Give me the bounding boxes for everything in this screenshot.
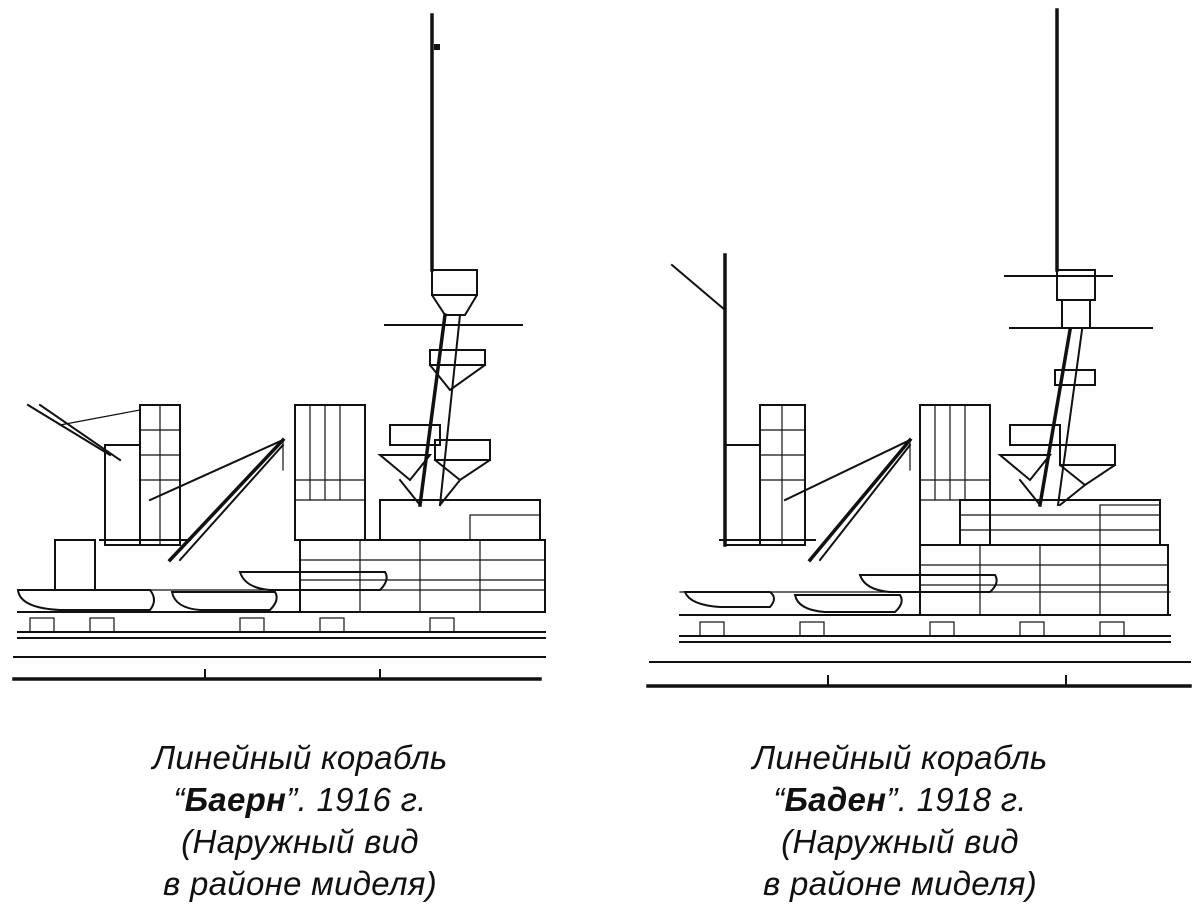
caption-line-3: (Наружный вид [181, 823, 419, 860]
open-quote: “ [173, 781, 185, 818]
caption-line-2: “Баерн”. 1916 г. [0, 779, 600, 821]
quote-year: ”. 1916 г. [286, 781, 427, 818]
boats [16, 539, 388, 611]
hull [679, 591, 1171, 643]
quote-year: ”. 1918 г. [886, 781, 1027, 818]
figure-bayern: Линейный корабль “Баерн”. 1916 г. (Наруж… [0, 13, 600, 905]
crane [148, 437, 286, 563]
funnels [919, 404, 991, 546]
caption-line-4: в районе миделя) [163, 865, 437, 902]
ship-drawing-baden [646, 8, 1192, 688]
funnels [294, 404, 366, 541]
ship-drawing-bayern [12, 13, 546, 681]
ship-name: Баден [784, 781, 887, 818]
open-quote: “ [773, 781, 785, 818]
caption-line-1: Линейный корабль [152, 739, 448, 776]
fore-tower [670, 253, 816, 547]
caption-line-2: “Баден”. 1918 г. [600, 779, 1200, 821]
superstructure [919, 499, 1169, 616]
boats [683, 574, 998, 613]
hull [17, 589, 546, 639]
caption-line-3: (Наружный вид [781, 823, 1019, 860]
superstructure [299, 499, 546, 613]
caption-baden: Линейный корабль “Баден”. 1918 г. (Наруж… [600, 737, 1200, 905]
fore-tower [26, 403, 191, 546]
main-mast [377, 13, 523, 507]
figure-baden: Линейный корабль “Баден”. 1918 г. (Наруж… [600, 0, 1200, 921]
caption-bayern: Линейный корабль “Баерн”. 1916 г. (Наруж… [0, 737, 600, 905]
crane [783, 437, 913, 563]
caption-line-1: Линейный корабль [752, 739, 1048, 776]
main-mast [997, 8, 1153, 508]
caption-line-4: в районе миделя) [763, 865, 1037, 902]
ship-name: Баерн [184, 781, 287, 818]
